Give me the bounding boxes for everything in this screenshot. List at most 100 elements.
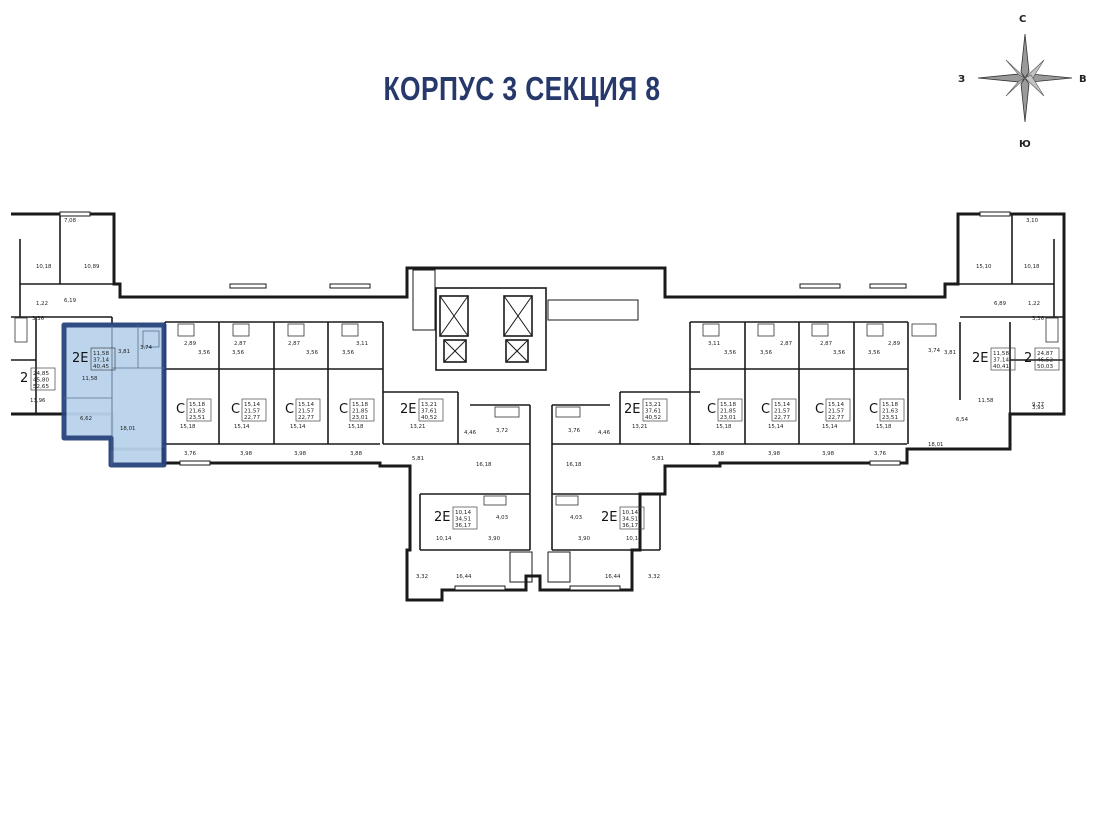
room-area-label: 5,81: [652, 456, 664, 462]
apartment-type: 2E: [601, 510, 618, 525]
compass-south: Ю: [1019, 139, 1031, 150]
area-value: 24,85: [33, 371, 49, 377]
room-area-label: 16,18: [476, 462, 492, 468]
room-area-label: 15,14: [234, 424, 250, 430]
area-value: 11,58: [993, 351, 1009, 357]
room-area-label: 7,08: [64, 218, 77, 224]
apartment-type: 2E: [434, 510, 451, 525]
apartment-type: C: [815, 402, 824, 417]
area-value: 21,63: [189, 409, 205, 415]
area-value: 15,18: [720, 402, 736, 408]
area-box: [241, 398, 267, 422]
area-box: [186, 398, 212, 422]
room-area-label: 3,11: [356, 341, 368, 347]
room-area-label: 15,10: [976, 264, 992, 270]
room-area-label: 6,19: [64, 298, 77, 304]
apartment-type: 2E: [624, 402, 641, 417]
area-box: [879, 398, 905, 422]
apartment-type: C: [176, 402, 185, 417]
room-area-label: 3,56: [833, 350, 846, 356]
area-box: [418, 398, 444, 422]
apartment-type: 2: [20, 371, 28, 386]
room-area-label: 11,58: [978, 398, 994, 404]
apartment-type: 2E: [72, 351, 89, 366]
room-area-label: 3,56: [868, 350, 881, 356]
area-value: 21,63: [882, 409, 898, 415]
area-value: 13,21: [645, 402, 661, 408]
room-area-label: 3,81: [118, 349, 130, 355]
area-value: 22,77: [244, 415, 260, 421]
room-area-label: 1,22: [1028, 301, 1040, 307]
room-area-label: 9,77: [1032, 402, 1044, 408]
area-value: 21,57: [828, 409, 844, 415]
room-area-label: 3,56: [306, 350, 319, 356]
area-box: [295, 398, 321, 422]
room-area-label: 3,36: [32, 316, 45, 322]
room-area-label: 13,96: [30, 398, 46, 404]
apartment-type: C: [707, 402, 716, 417]
room-area-label: 3,90: [488, 536, 501, 542]
apartment-type: 2: [1024, 351, 1032, 366]
fixtures: [14, 317, 1059, 506]
area-box: [990, 347, 1016, 371]
room-area-label: 2,89: [888, 341, 901, 347]
area-value: 52,65: [33, 384, 49, 390]
apartment-type: C: [761, 402, 770, 417]
room-area-label: 4,46: [598, 430, 611, 436]
area-value: 37,61: [421, 409, 437, 415]
room-area-label: 18,01: [120, 426, 135, 432]
area-value: 10,14: [455, 510, 471, 516]
area-value: 15,14: [828, 402, 844, 408]
room-area-label: 3,56: [232, 350, 245, 356]
area-value: 45,80: [33, 378, 49, 384]
apartment-type: 2E: [972, 351, 989, 366]
room-area-label: 3,76: [568, 428, 581, 434]
area-value: 15,18: [882, 402, 898, 408]
building-outline: [11, 212, 1066, 602]
area-box: [619, 506, 645, 530]
room-area-label: 16,18: [566, 462, 582, 468]
room-area-label: 4,03: [496, 515, 508, 521]
area-box: [349, 398, 375, 422]
room-area-label: 2,87: [288, 341, 300, 347]
room-area-label: 3,93: [1032, 405, 1044, 411]
room-area-label: 3,81: [944, 350, 956, 356]
interior-walls: [11, 214, 1064, 551]
area-value: 15,14: [244, 402, 260, 408]
room-area-label: 3,98: [768, 451, 781, 457]
compass-west: З: [958, 74, 965, 85]
page-title: КОРПУС 3 СЕКЦИЯ 8: [383, 70, 661, 107]
room-area-label: 11,58: [82, 376, 98, 382]
area-value: 50,03: [1037, 364, 1053, 370]
room-area-label: 15,14: [290, 424, 306, 430]
room-area-label: 3,74: [140, 345, 153, 351]
area-value: 10,14: [622, 510, 638, 516]
area-value: 34,51: [622, 517, 638, 523]
area-value: 40,52: [421, 415, 437, 421]
room-area-label: 15,18: [876, 424, 892, 430]
room-area-label: 5,81: [412, 456, 424, 462]
area-value: 37,14: [93, 358, 109, 364]
room-area-label: 3,56: [198, 350, 211, 356]
area-value: 22,77: [828, 415, 844, 421]
selected-apartment-highlight[interactable]: [61, 322, 167, 468]
room-area-label: 3,76: [874, 451, 887, 457]
